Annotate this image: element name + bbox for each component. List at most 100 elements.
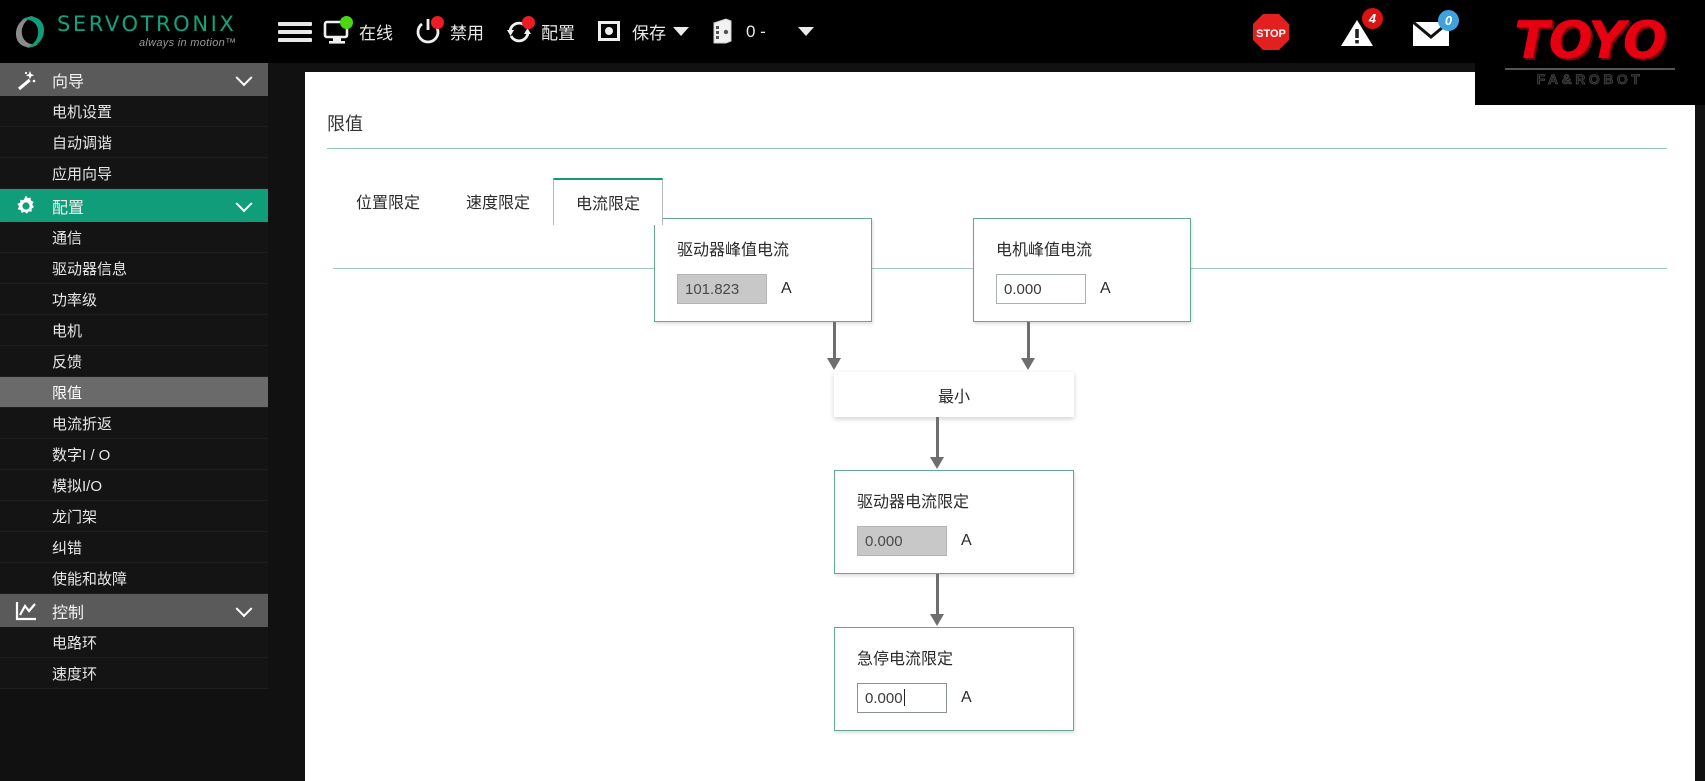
wand-icon: [0, 69, 52, 91]
refresh-icon: [504, 15, 535, 47]
disable-status-dot: [431, 15, 444, 29]
toolbar-label-online: 在线: [359, 24, 393, 43]
sidebar-item-电机设置[interactable]: 电机设置: [0, 96, 268, 127]
sidebar-item-模拟I/O[interactable]: 模拟I/O: [0, 470, 268, 501]
text-cursor: [903, 689, 905, 706]
motor-peak-current-label: 电机峰值电流: [996, 242, 1093, 259]
motor-peak-current-unit: A: [1100, 280, 1111, 297]
tab-位置限定[interactable]: 位置限定: [356, 195, 421, 212]
tab-速度限定[interactable]: 速度限定: [466, 195, 531, 212]
toolbar-item-disable[interactable]: 禁用: [403, 0, 494, 63]
drive-peak-current-unit: A: [781, 280, 792, 297]
monitor-icon: [322, 15, 353, 47]
toolbar-status-cluster: STOP 4 0: [1229, 0, 1705, 63]
sidebar-item-电流折返[interactable]: 电流折返: [0, 408, 268, 439]
sidebar-item-label: 功率级: [52, 291, 98, 309]
sidebar-item-应用向导[interactable]: 应用向导: [0, 158, 268, 189]
sidebar-item-label: 纠错: [52, 539, 83, 557]
stop-icon: STOP: [1251, 12, 1291, 52]
sidebar-item-label: 使能和故障: [52, 570, 128, 588]
mail-count-badge: 0: [1438, 9, 1459, 31]
estop-current-limit-unit: A: [961, 689, 972, 706]
sidebar-item-功率级[interactable]: 功率级: [0, 284, 268, 315]
configure-status-dot: [522, 15, 535, 29]
drive-icon: [709, 17, 739, 47]
sidebar-item-label: 电机设置: [52, 103, 113, 121]
drive-caret-down-icon[interactable]: [797, 27, 814, 36]
sidebar-group-label: 配置: [52, 199, 85, 217]
sidebar-item-速度环[interactable]: 速度环: [0, 658, 268, 689]
drive-current-limit-label: 驱动器电流限定: [857, 494, 970, 511]
chevron-down-icon[interactable]: [235, 599, 253, 617]
sidebar-item-label: 电机: [52, 322, 83, 340]
sidebar-item-使能和故障[interactable]: 使能和故障: [0, 563, 268, 594]
warning-triangle-icon: 4: [1339, 7, 1383, 50]
toolbar-label-configure: 配置: [541, 24, 575, 43]
drive-current-limit-unit: A: [961, 532, 972, 549]
mail-icon: 0: [1411, 9, 1459, 48]
sidebar-item-label: 龙门架: [52, 508, 98, 526]
toolbar-item-configure[interactable]: 配置: [494, 0, 585, 63]
sidebar-item-限值[interactable]: 限值: [0, 377, 268, 408]
toolbar-item-drive[interactable]: 0 -: [699, 0, 776, 63]
sidebar-item-label: 数字I / O: [52, 446, 111, 464]
sidebar-item-label: 驱动器信息: [52, 260, 128, 278]
sidebar-navigation: 向导电机设置自动调谐应用向导配置通信驱动器信息功率级电机反馈限值电流折返数字I …: [0, 63, 268, 781]
power-icon: [413, 15, 444, 47]
toolbar-item-online[interactable]: 在线: [312, 0, 403, 63]
stop-button[interactable]: STOP: [1229, 0, 1313, 63]
tab-电流限定[interactable]: 电流限定: [553, 178, 664, 225]
top-toolbar: SERVOTRONIX always in motion™ 在线 禁用: [0, 0, 1705, 63]
stop-label: STOP: [1256, 28, 1286, 40]
save-caret-down-icon[interactable]: [673, 27, 689, 36]
messages-button[interactable]: 0: [1401, 0, 1477, 63]
drive-dropdown-button[interactable]: [776, 0, 824, 63]
sidebar-item-label: 自动调谐: [52, 134, 113, 152]
motor-peak-current-box: 电机峰值电流 0.000 A: [973, 218, 1191, 322]
hamburger-menu-icon[interactable]: [278, 18, 312, 46]
toyo-product-logo: TOYO FA&ROBOT: [1475, 0, 1705, 105]
sidebar-item-通信[interactable]: 通信: [0, 222, 268, 253]
sidebar-group-配置[interactable]: 配置: [0, 189, 268, 222]
chevron-down-icon[interactable]: [235, 68, 253, 86]
brand-tagline: always in motion™: [138, 37, 237, 49]
sidebar-item-数字I / O[interactable]: 数字I / O: [0, 439, 268, 470]
sidebar-item-电机[interactable]: 电机: [0, 315, 268, 346]
warnings-button[interactable]: 4: [1313, 0, 1401, 63]
toolbar-label-save: 保存: [632, 24, 666, 43]
sidebar-group-控制[interactable]: 控制: [0, 594, 268, 627]
brand-logo[interactable]: SERVOTRONIX always in motion™: [0, 0, 268, 63]
estop-current-limit-box: 急停电流限定 0.000 A: [834, 627, 1074, 731]
motor-peak-current-input[interactable]: 0.000: [996, 274, 1086, 304]
sidebar-item-电路环[interactable]: 电路环: [0, 627, 268, 658]
estop-current-limit-input[interactable]: 0.000: [857, 683, 947, 713]
sidebar-item-label: 应用向导: [52, 165, 113, 183]
toyo-wordmark: TOYO: [1514, 11, 1667, 72]
sidebar-item-label: 电路环: [52, 634, 98, 652]
gear-icon: [0, 194, 52, 218]
drive-current-limit-input: 0.000: [857, 526, 947, 556]
chevron-down-icon[interactable]: [235, 194, 253, 212]
tab-bar: 位置限定 速度限定 电流限定: [333, 177, 1695, 225]
servotronix-leaf-logo: [10, 12, 50, 52]
sidebar-group-向导[interactable]: 向导: [0, 63, 268, 96]
content-card: 限值 位置限定速度限定电流限定 驱动器峰值电流 101.823 A 电机峰值电流…: [305, 72, 1695, 781]
save-icon: [595, 17, 625, 47]
sidebar-item-反馈[interactable]: 反馈: [0, 346, 268, 377]
toolbar-label-disable: 禁用: [450, 24, 484, 43]
sidebar-item-自动调谐[interactable]: 自动调谐: [0, 127, 268, 158]
min-operation-node: 最小: [834, 372, 1074, 417]
drive-peak-current-box: 驱动器峰值电流 101.823 A: [654, 218, 872, 322]
sidebar-item-龙门架[interactable]: 龙门架: [0, 501, 268, 532]
chart-icon: [0, 600, 52, 622]
brand-name: SERVOTRONIX: [57, 12, 237, 36]
sidebar-item-驱动器信息[interactable]: 驱动器信息: [0, 253, 268, 284]
toolbar-item-save[interactable]: 保存: [585, 0, 699, 63]
sidebar-item-label: 速度环: [52, 665, 98, 683]
sidebar-item-纠错[interactable]: 纠错: [0, 532, 268, 563]
sidebar-item-label: 模拟I/O: [52, 477, 103, 495]
drive-current-limit-box: 驱动器电流限定 0.000 A: [834, 470, 1074, 574]
min-operation-label: 最小: [937, 388, 970, 406]
estop-current-limit-label: 急停电流限定: [857, 651, 954, 668]
warning-count-badge: 4: [1362, 7, 1383, 29]
